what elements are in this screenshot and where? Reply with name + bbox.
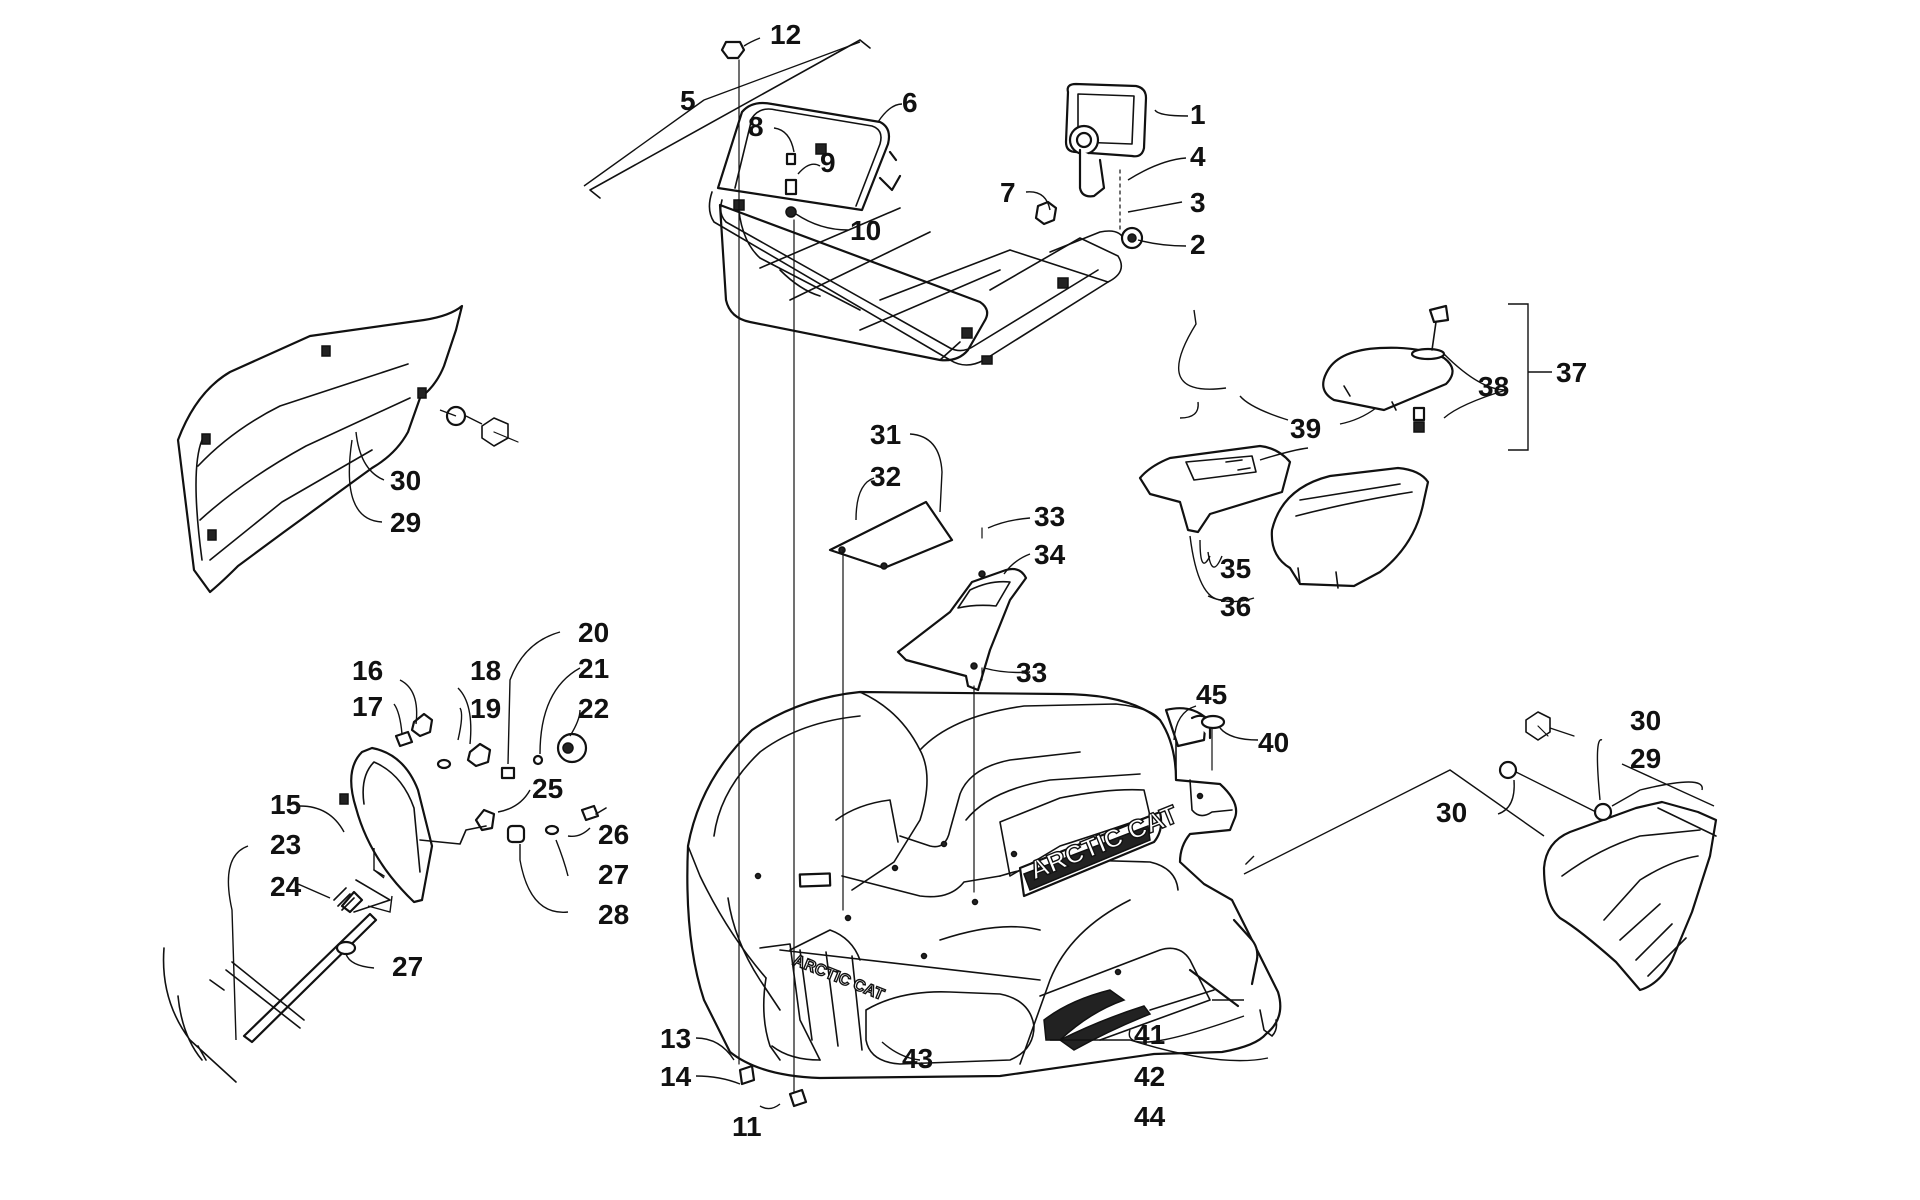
callout-8: 8 (748, 111, 764, 142)
callout-45: 45 (1196, 679, 1227, 710)
nut-7 (1034, 200, 1058, 226)
callout-29-right: 29 (1630, 743, 1661, 774)
callout-40: 40 (1258, 727, 1289, 758)
right-side-panel (1498, 711, 1718, 992)
cap-40 (1200, 714, 1226, 730)
callout-labels: 1 2 3 4 5 6 7 8 9 10 11 12 13 14 15 16 1… (270, 19, 1661, 1142)
callout-36: 36 (1220, 591, 1251, 622)
callout-14: 14 (660, 1061, 692, 1092)
alignment-lines (738, 59, 1213, 1093)
callout-6: 6 (902, 87, 918, 118)
callout-43: 43 (902, 1043, 933, 1074)
callout-3: 3 (1190, 187, 1206, 218)
storage-box-assembly (1138, 304, 1454, 589)
callout-28: 28 (598, 899, 629, 930)
callout-5: 5 (680, 85, 696, 116)
callout-15: 15 (270, 789, 301, 820)
callout-20: 20 (578, 617, 609, 648)
callout-25: 25 (532, 773, 563, 804)
callout-26: 26 (598, 819, 629, 850)
callout-37: 37 (1556, 357, 1587, 388)
callout-17: 17 (352, 691, 383, 722)
callout-21: 21 (578, 653, 609, 684)
callout-27: 27 (598, 859, 629, 890)
callout-30-left: 30 (390, 465, 421, 496)
callout-4: 4 (1190, 141, 1206, 172)
callout-11: 11 (732, 1111, 762, 1142)
callout-22: 22 (578, 693, 609, 724)
callout-1: 1 (1190, 99, 1206, 130)
callout-19: 19 (470, 693, 501, 724)
front-rack-assembly (589, 39, 1125, 366)
callout-24: 24 (270, 871, 302, 902)
callout-30-right-upper: 30 (1630, 705, 1661, 736)
callout-2: 2 (1190, 229, 1206, 260)
callout-30-right-lower: 30 (1436, 797, 1467, 828)
leader-lines (227, 37, 1715, 1110)
callout-16: 16 (352, 655, 383, 686)
callout-23: 23 (270, 829, 301, 860)
mirror-assembly (1064, 82, 1148, 250)
callout-10: 10 (850, 215, 881, 246)
callout-41: 41 (1134, 1019, 1165, 1050)
callout-44: 44 (1134, 1101, 1166, 1132)
callout-33-lower: 33 (1016, 657, 1047, 688)
callout-34: 34 (1034, 539, 1066, 570)
callout-13: 13 (660, 1023, 691, 1054)
callout-29-left: 29 (390, 507, 421, 538)
callout-39: 39 (1290, 413, 1321, 444)
callout-32: 32 (870, 461, 901, 492)
callout-38: 38 (1478, 371, 1509, 402)
callout-7: 7 (1000, 177, 1016, 208)
rack-fasteners (720, 40, 798, 218)
callout-35: 35 (1220, 553, 1251, 584)
cover-plate-and-bracket (828, 500, 1028, 692)
callout-27-lower: 27 (392, 951, 423, 982)
callout-12: 12 (770, 19, 801, 50)
callout-9: 9 (820, 147, 836, 178)
front-fender: ARCTIC CAT ARCTIC CAT (686, 690, 1282, 1108)
callout-42: 42 (1134, 1061, 1165, 1092)
headlight-assembly (162, 712, 607, 1083)
callout-18: 18 (470, 655, 501, 686)
callout-31: 31 (870, 419, 901, 450)
left-side-panel (176, 304, 519, 594)
callout-33-upper: 33 (1034, 501, 1065, 532)
